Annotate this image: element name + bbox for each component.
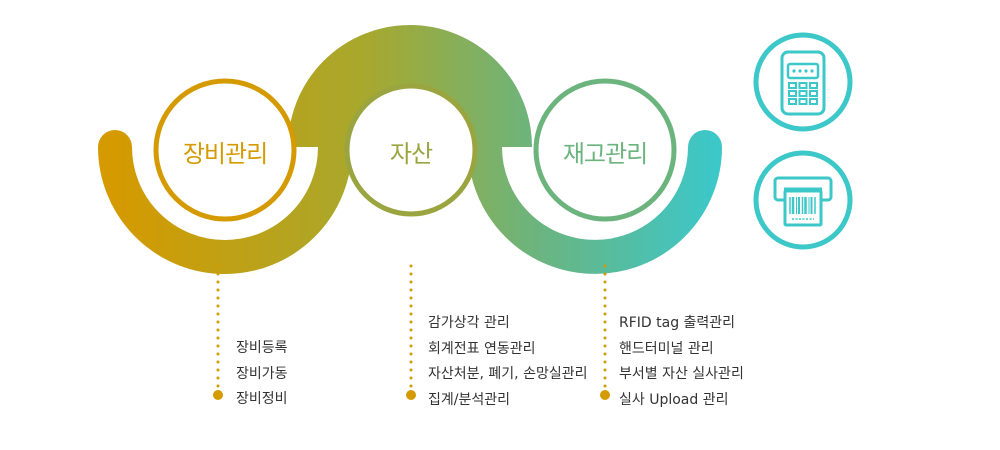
connector-inventory	[600, 264, 610, 400]
list-item: 장비가동	[236, 365, 288, 382]
circle-label-inventory: 재고관리	[562, 140, 648, 168]
list-item: RFID tag 출력관리	[619, 315, 736, 331]
bullet-dot	[600, 390, 610, 400]
list-item: 회계전표 연동관리	[428, 340, 536, 357]
list-equipment: 장비등록 장비가동 장비정비	[236, 336, 288, 413]
list-item: 자산처분, 폐기, 손망실관리	[428, 366, 588, 382]
list-item: 감가상각 관리	[428, 315, 510, 331]
list-item: 장비등록	[236, 340, 288, 356]
bullet-dot	[406, 390, 416, 400]
connector-asset	[406, 264, 416, 400]
circle-equipment	[153, 78, 297, 222]
list-item: 부서별 자산 실사관리	[619, 366, 744, 382]
list-item: 실사 Upload 관리	[619, 391, 729, 408]
connector-equipment	[213, 264, 223, 400]
list-item: 집계/분석관리	[428, 391, 510, 408]
list-asset: 감가상각 관리 회계전표 연동관리 자산처분, 폐기, 손망실관리 집계/분석관…	[428, 311, 587, 413]
circle-label-asset: 자산	[389, 140, 433, 168]
circle-asset	[344, 83, 478, 217]
list-item: 핸드터미널 관리	[619, 340, 714, 357]
list-inventory: RFID tag 출력관리 핸드터미널 관리 부서별 자산 실사관리 실사 Up…	[619, 311, 744, 413]
circle-inventory	[533, 78, 677, 222]
handheld-terminal-icon	[753, 32, 853, 132]
wave-band	[98, 25, 722, 274]
barcode-printer-icon	[753, 150, 853, 250]
circle-label-equipment: 장비관리	[182, 140, 268, 168]
bullet-dot	[213, 390, 223, 400]
list-item: 장비정비	[236, 391, 288, 407]
